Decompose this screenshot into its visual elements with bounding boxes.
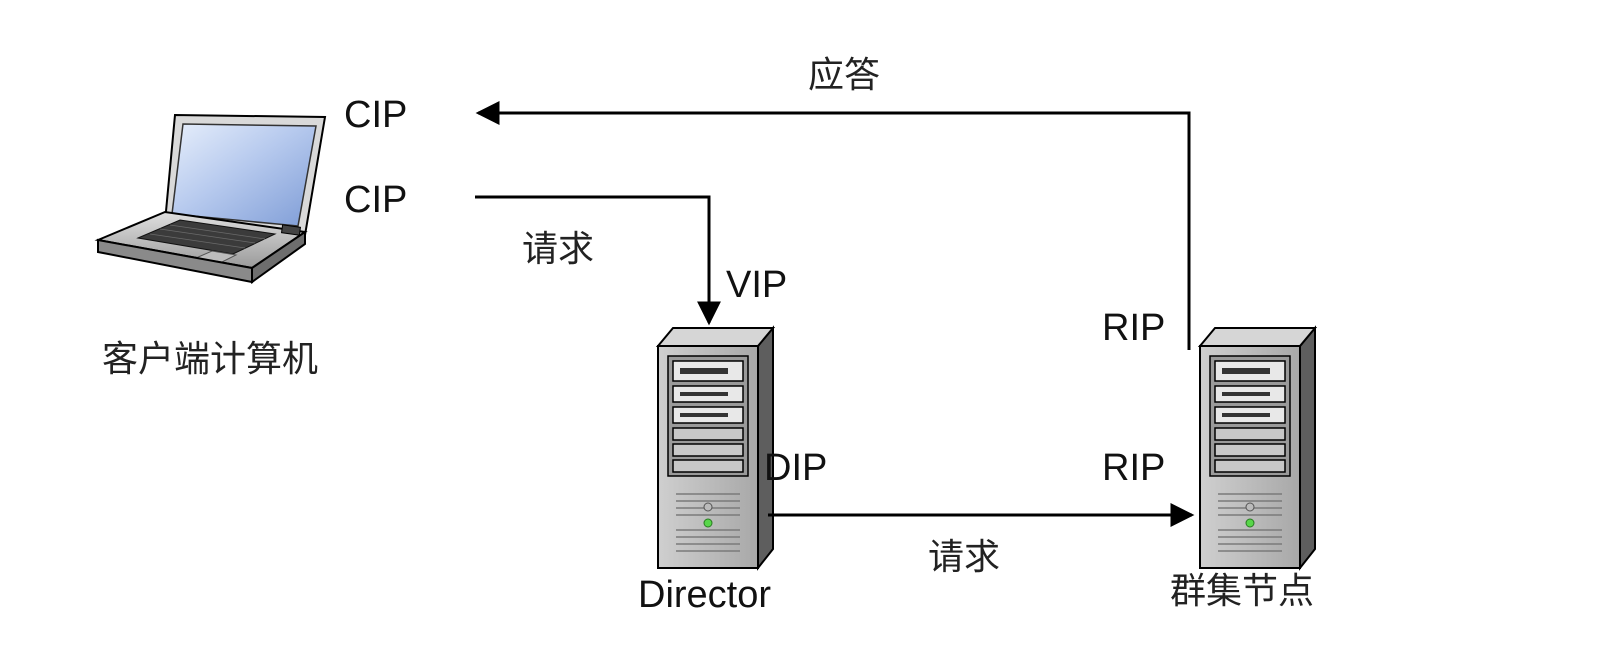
client-name-label: 客户端计算机 [102,339,319,380]
rip-top-label: RIP [1102,307,1166,349]
node-server-icon [1199,327,1316,569]
response-arrow [475,101,1191,350]
dip-label: DIP [764,447,828,489]
rip-bottom-label: RIP [1102,447,1166,489]
laptop-icon [94,113,327,284]
node-name-label: 群集节点 [1170,571,1315,612]
request-label-2: 请求 [928,537,1001,578]
client-cip-response-label: CIP [344,94,408,136]
request-label-1: 请求 [522,229,595,270]
client-cip-request-label: CIP [344,179,408,221]
vip-label: VIP [726,264,788,306]
director-server-icon [657,327,774,569]
director-name-label: Director [638,574,772,616]
response-label: 应答 [808,55,881,96]
request-arrow-client-to-director [475,195,721,326]
